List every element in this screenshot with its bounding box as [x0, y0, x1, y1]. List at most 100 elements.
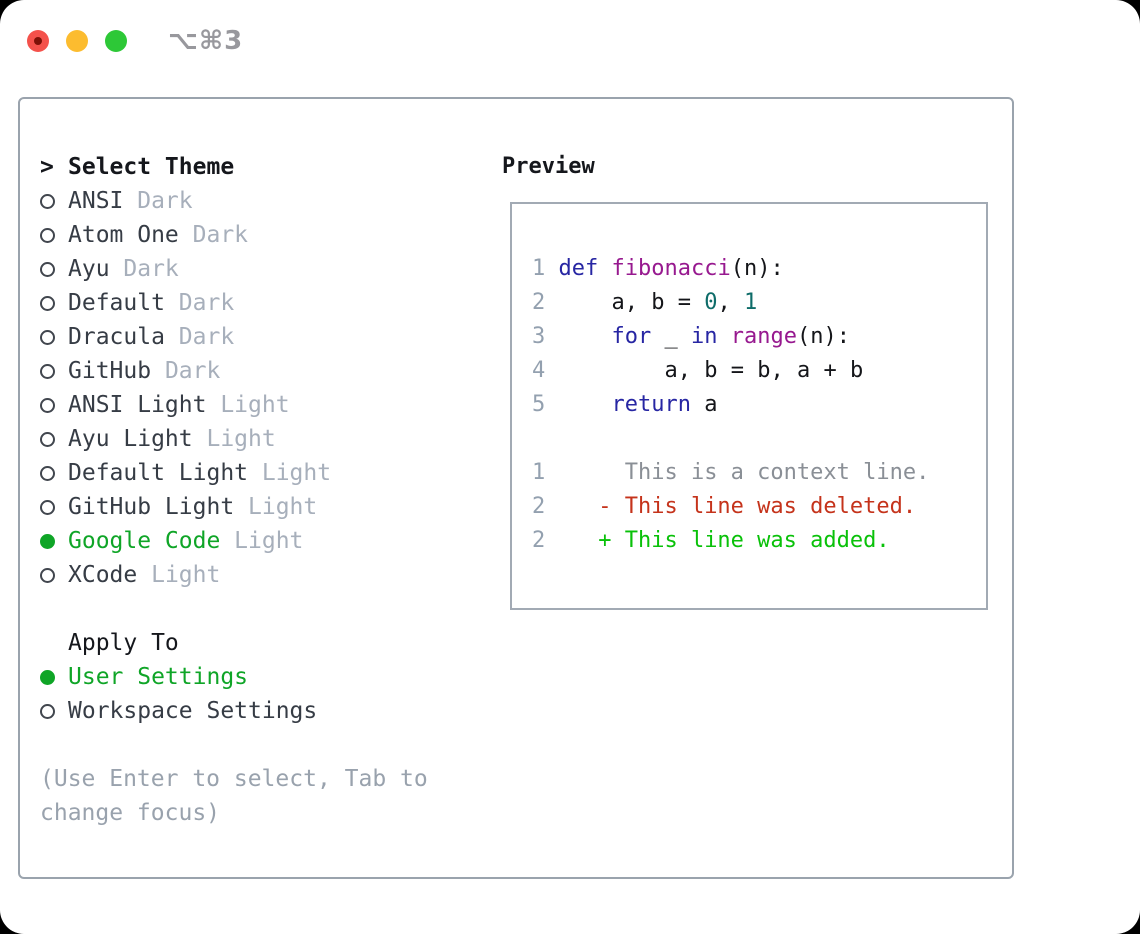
code-token: b — [651, 290, 665, 315]
code-token: ): — [757, 256, 784, 281]
code-token: a — [704, 392, 718, 417]
code-token — [545, 324, 611, 349]
theme-name: GitHub — [68, 358, 152, 384]
minimize-button[interactable] — [66, 30, 88, 52]
preview-line: 2 - This line was deleted. — [532, 490, 986, 524]
radio-marker — [40, 363, 68, 379]
theme-variant: Dark — [192, 222, 249, 248]
theme-variant: Light — [234, 528, 304, 554]
zoom-button[interactable] — [105, 30, 127, 52]
preview-line: 2 + This line was added. — [532, 524, 986, 558]
code-token: a — [664, 358, 678, 383]
theme-variant: Dark — [178, 324, 235, 350]
theme-option[interactable]: GitHub Dark — [40, 354, 470, 388]
radio-unselected-icon — [40, 397, 55, 413]
code-token: 0 — [704, 290, 718, 315]
radio-selected-icon — [40, 533, 55, 549]
line-number: 2 — [532, 528, 546, 553]
preview-line: 5 return a — [532, 388, 986, 422]
titlebar: ⌥⌘3 — [27, 26, 243, 56]
apply-to-title: Apply To — [68, 630, 179, 656]
code-token: , — [717, 290, 744, 315]
line-number: 2 — [532, 494, 546, 519]
preview-line — [532, 422, 986, 456]
code-token: , — [677, 358, 705, 383]
preview-line: 1 This is a context line. — [532, 456, 986, 490]
code-token: ( — [730, 256, 744, 281]
theme-option[interactable]: Google Code Light — [40, 524, 470, 558]
radio-unselected-icon — [40, 329, 55, 345]
theme-name: GitHub Light — [68, 494, 235, 520]
code-token — [598, 256, 611, 281]
code-token: a — [796, 358, 811, 383]
apply-option-label: Workspace Settings — [68, 698, 318, 724]
radio-unselected-icon — [40, 431, 55, 447]
radio-unselected-icon — [40, 363, 55, 379]
code-token — [545, 392, 611, 417]
radio-marker — [40, 669, 68, 685]
apply-option[interactable]: Workspace Settings — [40, 694, 470, 728]
theme-name: ANSI — [68, 188, 124, 214]
code-token: + — [810, 358, 850, 383]
code-token: ): — [823, 324, 850, 349]
line-number: 2 — [532, 290, 546, 315]
code-token: fibonacci — [611, 256, 731, 281]
radio-marker — [40, 193, 68, 209]
code-token: ( — [796, 324, 811, 349]
apply-option[interactable]: User Settings — [40, 660, 470, 694]
close-button[interactable] — [27, 30, 49, 52]
focus-chevron-icon: > — [40, 154, 54, 180]
code-token: for — [611, 324, 652, 349]
code-token: return — [611, 392, 691, 417]
radio-marker — [40, 431, 68, 447]
theme-name: Google Code — [68, 528, 221, 554]
theme-option[interactable]: Dracula Dark — [40, 320, 470, 354]
theme-variant: Light — [220, 392, 290, 418]
radio-marker — [40, 295, 68, 311]
code-token: , — [770, 358, 797, 383]
select-theme-title: Select Theme — [68, 154, 235, 180]
radio-marker — [40, 227, 68, 243]
code-token: range — [730, 324, 797, 349]
line-number: 4 — [532, 358, 546, 383]
code-token: b — [757, 358, 771, 383]
code-token: + This line was added. — [545, 528, 890, 553]
theme-variant: Dark — [164, 358, 221, 384]
code-token — [691, 392, 704, 417]
code-token: n — [810, 324, 824, 349]
radio-marker — [40, 533, 68, 549]
theme-name: Dracula — [68, 324, 165, 350]
theme-name: Default — [68, 290, 165, 316]
radio-marker — [40, 397, 68, 413]
radio-marker — [40, 465, 68, 481]
line-number: 5 — [532, 392, 546, 417]
theme-variant: Dark — [123, 256, 179, 282]
code-token: in — [690, 324, 718, 349]
code-token — [545, 256, 558, 281]
preview-line: 3 for _ in range(n): — [532, 320, 986, 354]
theme-variant: Light — [151, 562, 221, 588]
apply-to-header: Apply To — [40, 626, 470, 660]
preview-line: 1 def fibonacci(n): — [532, 252, 986, 286]
line-number: 3 — [532, 324, 546, 349]
code-token: def — [558, 256, 599, 281]
apply-option-label: User Settings — [68, 664, 249, 690]
radio-unselected-icon — [40, 703, 55, 719]
line-number: 1 — [532, 460, 546, 485]
radio-marker — [40, 329, 68, 345]
radio-selected-icon — [40, 669, 55, 685]
